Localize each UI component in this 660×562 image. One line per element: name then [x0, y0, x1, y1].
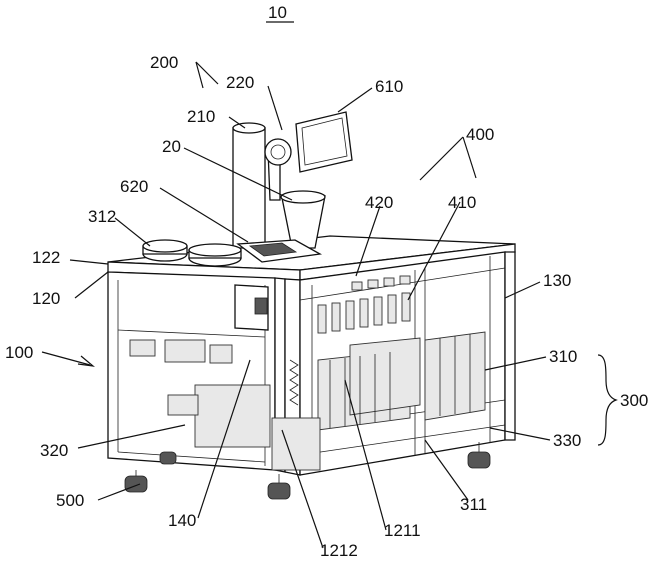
cart-drawing [107, 111, 516, 500]
label-330: 330 [553, 431, 581, 450]
label-122: 122 [32, 248, 60, 267]
leader-lines [41, 21, 618, 549]
label-610: 610 [375, 77, 403, 96]
label-140: 140 [168, 511, 196, 530]
label-410: 410 [448, 193, 476, 212]
label-500: 500 [56, 491, 84, 510]
label-210: 210 [187, 107, 215, 126]
label-320: 320 [40, 441, 68, 460]
label-20: 20 [162, 137, 181, 156]
label-1212: 1212 [320, 541, 358, 560]
label-400: 400 [466, 125, 494, 144]
label-1211: 1211 [384, 521, 421, 540]
label-200: 200 [150, 53, 178, 72]
label-10: 10 [268, 3, 287, 22]
label-620: 620 [120, 177, 148, 196]
label-311: 311 [460, 495, 487, 514]
label-420: 420 [365, 193, 393, 212]
container-rack [317, 331, 486, 431]
label-300: 300 [620, 391, 648, 410]
label-220: 220 [226, 73, 254, 92]
label-130: 130 [543, 271, 571, 290]
label-120: 120 [32, 289, 60, 308]
label-100: 100 [5, 343, 33, 362]
label-310: 310 [549, 347, 577, 366]
label-312: 312 [88, 207, 116, 226]
reference-labels: 10 200 220 610 210 400 20 620 420 410 31… [5, 3, 648, 560]
valve-row [317, 275, 411, 334]
